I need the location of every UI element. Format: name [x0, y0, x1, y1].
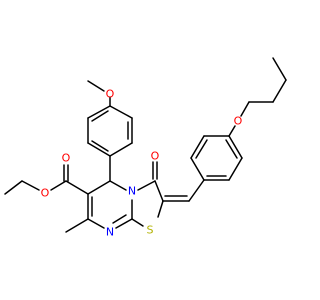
bond	[228, 157, 243, 181]
bond	[91, 140, 109, 152]
bond	[195, 139, 208, 159]
bond	[21, 180, 40, 191]
bond	[225, 139, 238, 159]
bond	[240, 101, 250, 117]
bond	[109, 142, 133, 157]
bond	[65, 180, 89, 195]
bond	[87, 105, 111, 119]
bond	[87, 80, 105, 92]
bond	[50, 180, 67, 191]
bond	[228, 135, 243, 159]
methoxy-oxygen-label: O	[106, 88, 115, 101]
bond	[4, 180, 23, 195]
bond	[109, 180, 127, 191]
bond	[190, 135, 205, 159]
bond	[115, 218, 133, 229]
butoxy-oxygen-label: O	[234, 115, 243, 128]
bond	[272, 79, 287, 103]
bond	[112, 214, 127, 224]
bond	[87, 142, 111, 157]
bonds	[4, 57, 287, 233]
bond	[87, 218, 105, 229]
bond	[109, 105, 133, 119]
bond	[154, 180, 164, 202]
bond	[228, 125, 236, 137]
ester-carbonyl-oxygen-label: O	[62, 152, 71, 165]
bridge-nitrogen-label: N	[128, 185, 136, 198]
bond	[272, 57, 287, 81]
ring-nitrogen-label: N	[106, 226, 114, 239]
atom-labels: O O N N S O O O	[41, 88, 243, 239]
sulfur-label: S	[147, 224, 154, 237]
bond	[157, 200, 164, 218]
bond	[137, 180, 156, 191]
molecule-canvas: O O N N S O O O	[4, 57, 287, 239]
bond	[190, 157, 205, 181]
ester-oxygen-label: O	[41, 187, 50, 200]
bond	[87, 180, 111, 195]
carbonyl-oxygen-label: O	[151, 150, 160, 163]
bond	[188, 179, 205, 202]
bond	[91, 110, 109, 122]
bond	[131, 218, 144, 227]
molecule-structure: O O N N S O O O	[4, 57, 287, 239]
bond	[65, 218, 89, 233]
